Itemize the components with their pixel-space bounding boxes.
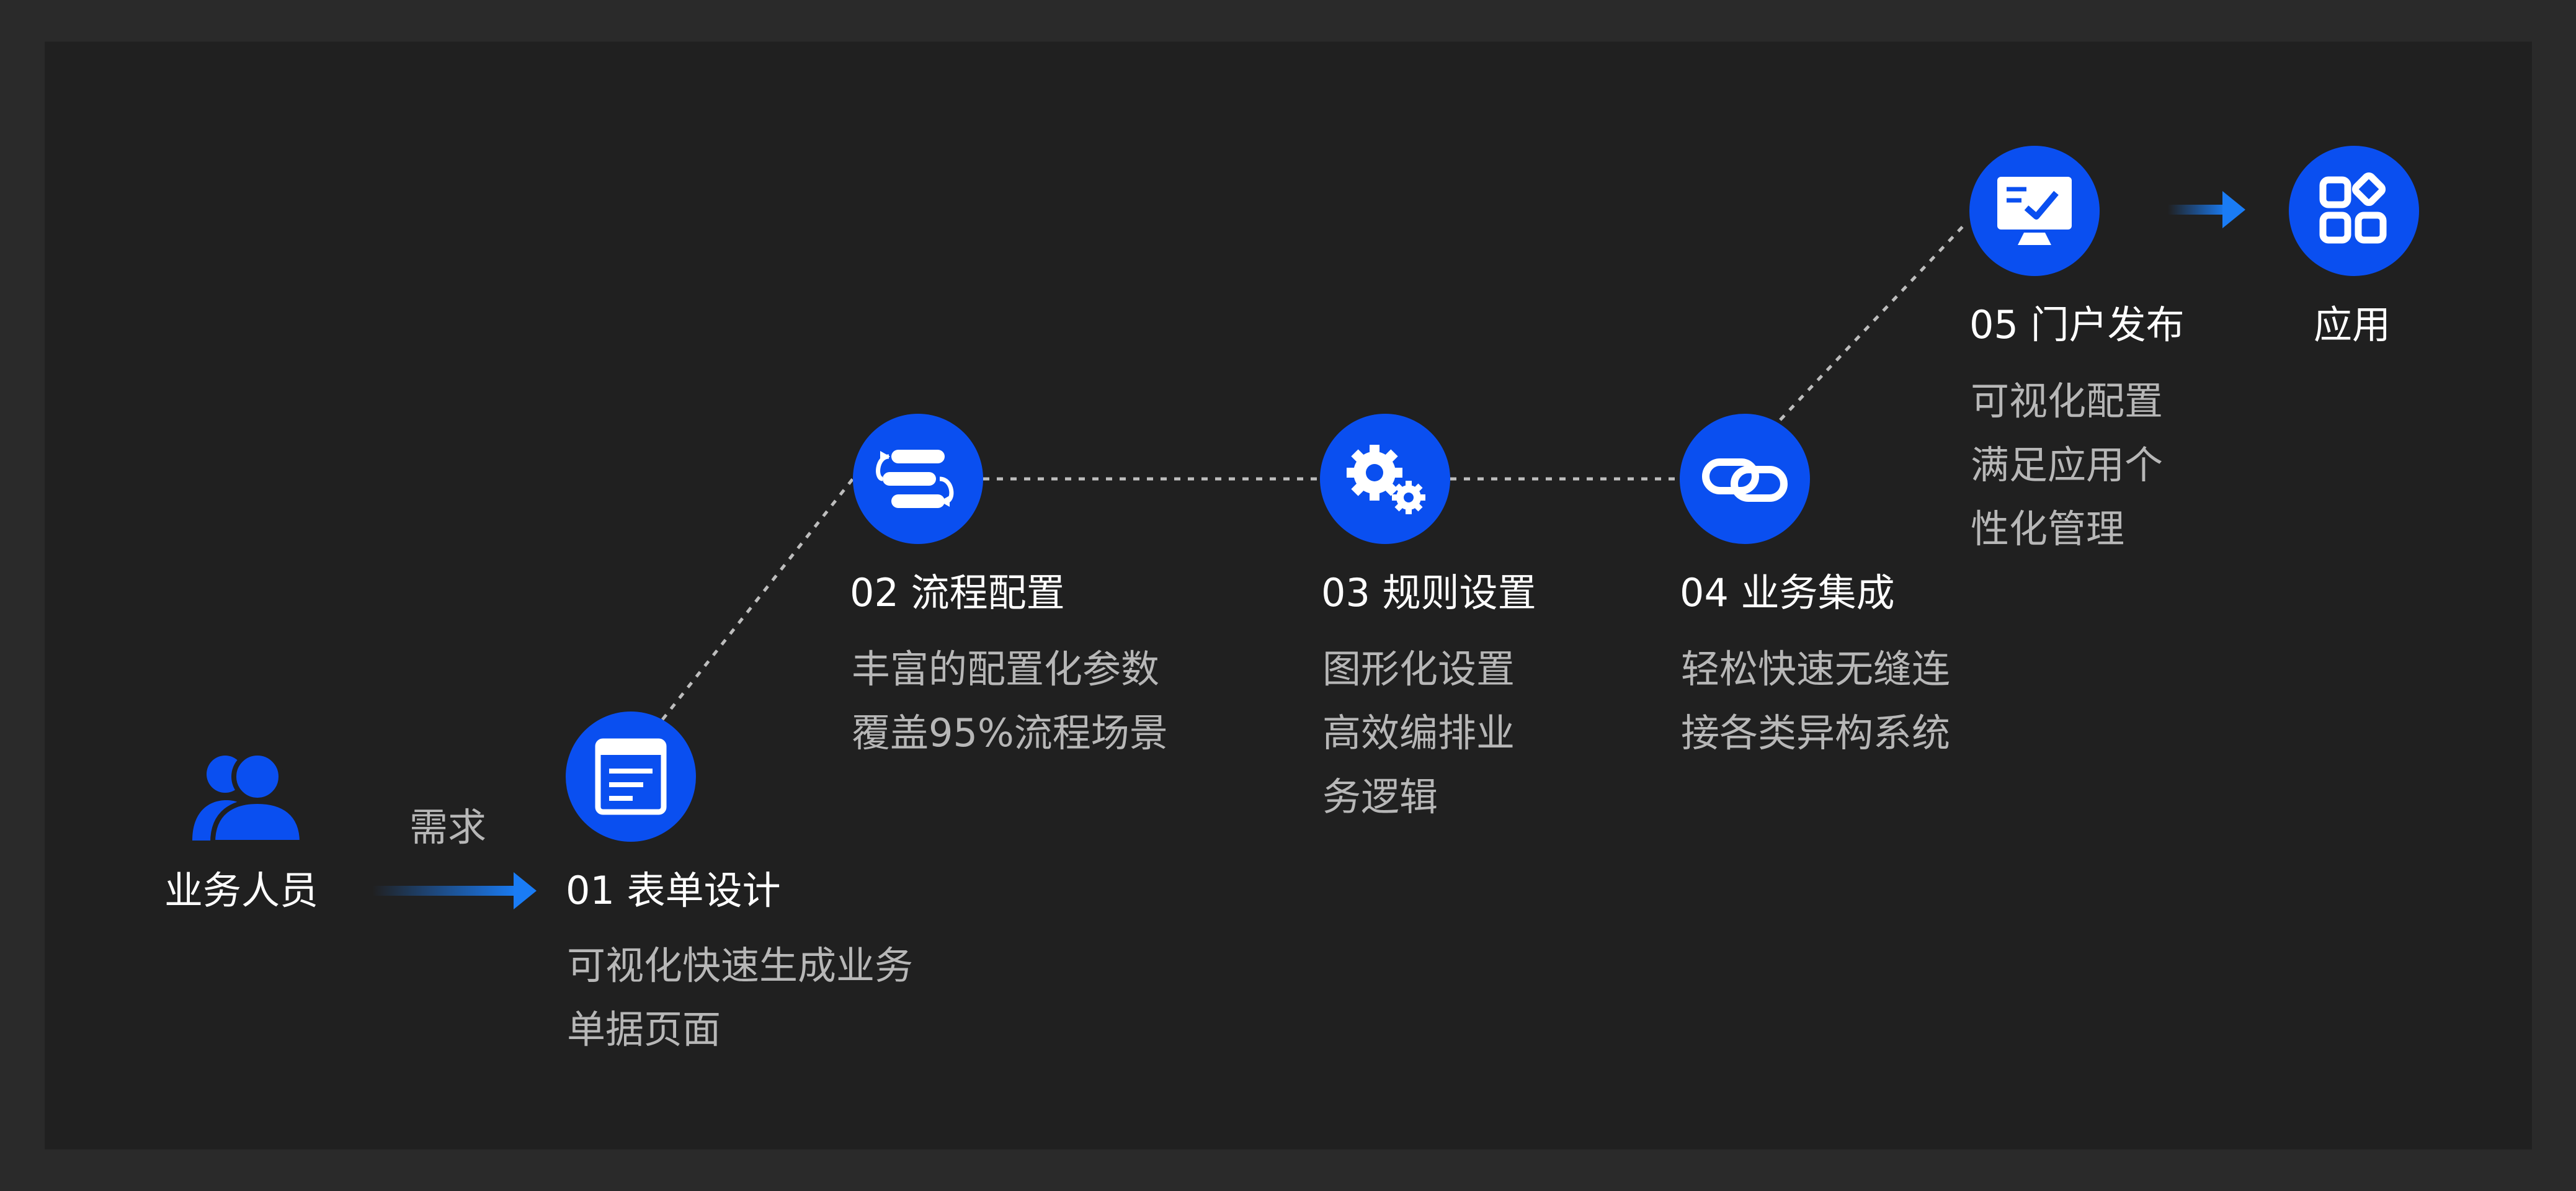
actor-label: 业务人员 bbox=[164, 868, 319, 913]
dotted-path bbox=[661, 220, 1969, 721]
desc-line: 图形化设置 bbox=[1322, 646, 1515, 692]
monitor-check-icon bbox=[1997, 177, 2072, 245]
step-3-desc: 图形化设置 高效编排业 务逻辑 bbox=[1322, 637, 1515, 829]
step-2-desc: 丰富的配置化参数 覆盖95%流程场景 bbox=[852, 637, 1168, 765]
step-2-title: 02 流程配置 bbox=[850, 570, 1065, 615]
result-title: 应用 bbox=[2314, 302, 2391, 347]
desc-line: 丰富的配置化参数 bbox=[852, 646, 1160, 692]
actor-users-icon bbox=[189, 751, 305, 845]
desc-line: 务逻辑 bbox=[1322, 774, 1438, 819]
step-3-title: 03 规则设置 bbox=[1321, 570, 1536, 615]
desc-line: 高效编排业 bbox=[1322, 710, 1515, 756]
demand-arrow bbox=[372, 872, 537, 909]
desc-line: 轻松快速无缝连 bbox=[1681, 646, 1951, 692]
step-5-desc: 可视化配置 满足应用个 性化管理 bbox=[1971, 369, 2163, 561]
desc-line: 可视化配置 bbox=[1971, 378, 2164, 424]
step-5-title: 05 门户发布 bbox=[1969, 302, 2185, 347]
step-4-desc: 轻松快速无缝连 接各类异构系统 bbox=[1681, 637, 1950, 765]
desc-line: 满足应用个 bbox=[1971, 442, 2164, 488]
step-2-circle bbox=[853, 414, 983, 544]
desc-line: 可视化快速生成业务 bbox=[567, 943, 914, 988]
desc-line: 接各类异构系统 bbox=[1681, 710, 1951, 756]
step-4-title: 04 业务集成 bbox=[1680, 570, 1895, 615]
link-icon bbox=[1702, 458, 1788, 502]
diagram-panel bbox=[45, 42, 2532, 1149]
step-1-desc: 可视化快速生成业务 单据页面 bbox=[567, 934, 913, 1061]
step-4-circle bbox=[1680, 414, 1810, 544]
workflow-icon bbox=[876, 450, 954, 508]
desc-line: 覆盖95%流程场景 bbox=[852, 710, 1168, 756]
form-page-icon bbox=[595, 738, 667, 815]
step-3-circle bbox=[1320, 414, 1450, 544]
step-1-title: 01 表单设计 bbox=[566, 868, 781, 913]
step-1-circle bbox=[566, 711, 696, 842]
publish-arrow bbox=[2168, 191, 2245, 228]
step-5-circle bbox=[1969, 146, 2100, 276]
apps-grid-icon bbox=[2319, 172, 2387, 244]
gears-icon bbox=[1347, 445, 1425, 514]
desc-line: 性化管理 bbox=[1971, 506, 2125, 551]
desc-line: 单据页面 bbox=[567, 1007, 721, 1052]
result-circle bbox=[2289, 146, 2419, 276]
demand-label: 需求 bbox=[409, 805, 487, 850]
